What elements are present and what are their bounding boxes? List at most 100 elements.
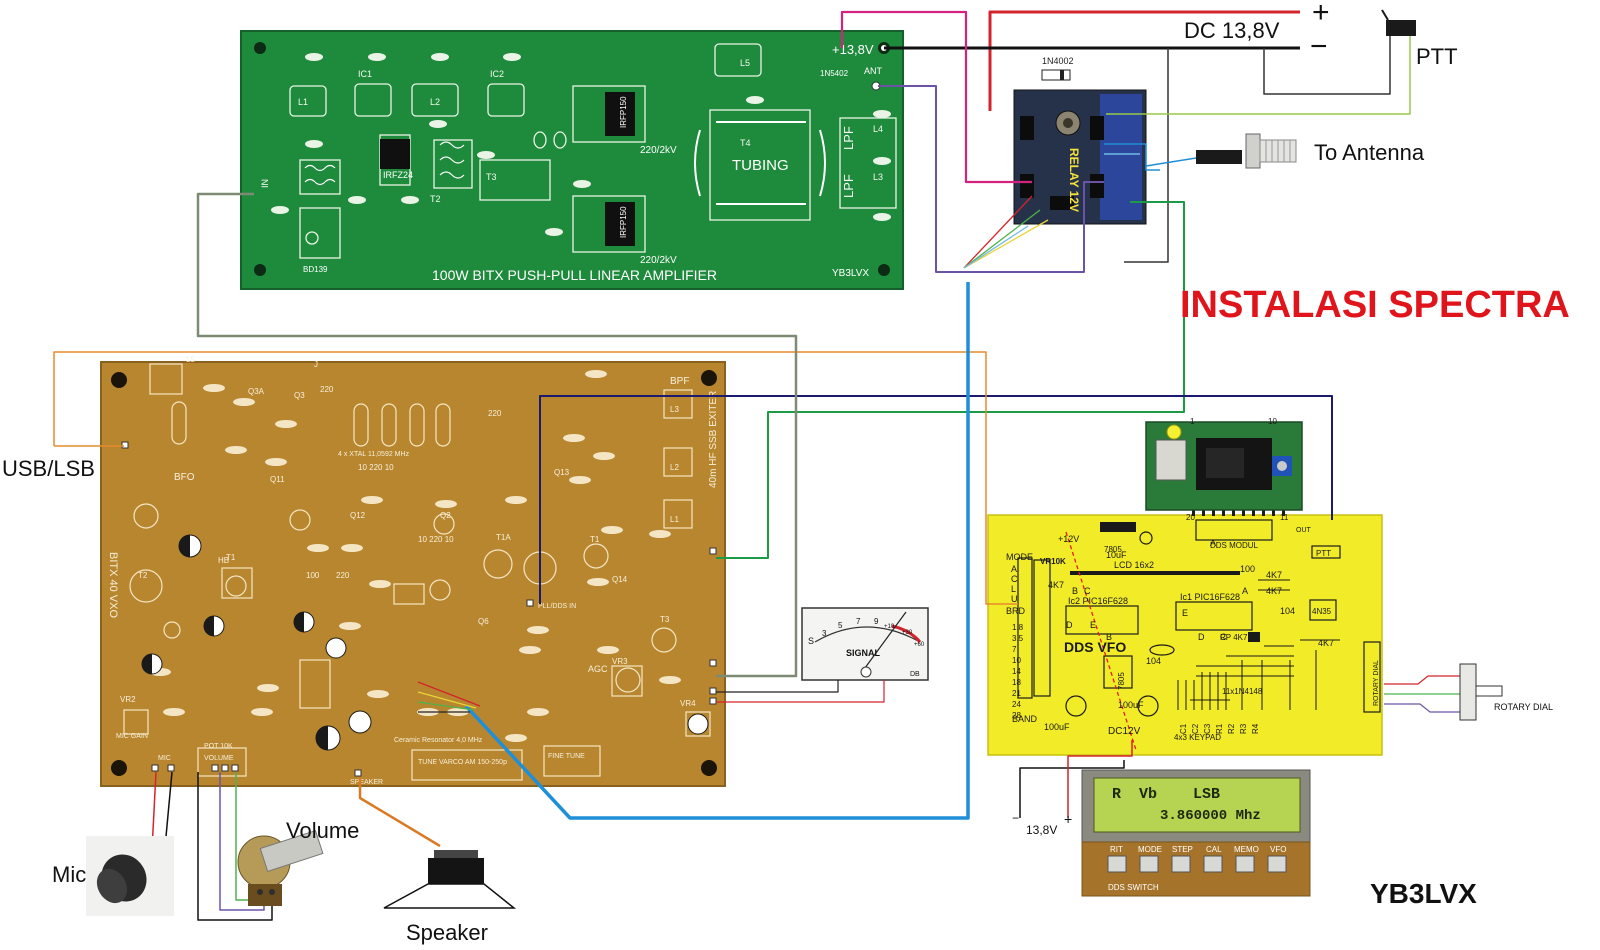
svg-text:100uF: 100uF — [1118, 700, 1144, 710]
ptt-label: PTT — [1416, 44, 1458, 69]
dds-btn-rit: RIT — [1110, 845, 1123, 854]
signal-meter: SIGNAL DB S 3 5 7 9 +10 +30 +60 — [801, 607, 929, 681]
dds-switch-label: DDS SWITCH — [1108, 883, 1159, 892]
exciter-vxo-label: BITX 40 VXO — [107, 552, 119, 618]
svg-text:L3: L3 — [873, 172, 883, 182]
dds-mode-label: MODE — [1006, 552, 1033, 562]
svg-text:Q13: Q13 — [554, 468, 570, 477]
dds-btn-vfo: VFO — [1270, 845, 1286, 854]
svg-text:B: B — [1106, 632, 1112, 642]
dds-title: DDS VFO — [1064, 639, 1126, 655]
dds-rotary-label: ROTARY DIAL — [1373, 660, 1380, 706]
lcd-line-2: 3.860000 Mhz — [1160, 808, 1261, 824]
svg-text:T2: T2 — [138, 571, 148, 580]
dds-rp-label: RP 4K7 — [1220, 633, 1248, 642]
dds-ic1-label: Ic1 PIC16F628 — [1180, 592, 1240, 602]
lcd-line-1: R Vb LSB — [1112, 786, 1221, 803]
dds-out-label: OUT — [1296, 527, 1312, 534]
svg-text:220: 220 — [336, 571, 350, 580]
svg-text:4K7: 4K7 — [1266, 586, 1282, 596]
wire-magenta — [840, 10, 1032, 184]
dds-n35-label: 4N35 — [1312, 607, 1332, 616]
dds-diodes-label: 11x1N4148 — [1222, 687, 1263, 696]
volume-pot-icon — [237, 830, 324, 906]
speaker-label: Speaker — [406, 920, 488, 945]
dds-mode-a: A — [1011, 564, 1017, 574]
meter-scale-p30: +30 — [902, 630, 913, 636]
exciter-bpf-label: BPF — [670, 376, 689, 387]
dds-mode-c: C — [1011, 574, 1018, 584]
amp-cap-label-2: 220/2kV — [640, 255, 677, 266]
amp-driver-label: IRFZ24 — [383, 170, 413, 180]
svg-text:104: 104 — [1146, 656, 1161, 666]
meter-scale-7: 7 — [856, 617, 861, 626]
wire-supply-positive — [988, 10, 1300, 111]
power-minus: − — [1310, 30, 1328, 63]
svg-text:220: 220 — [320, 385, 334, 394]
dds-supply-minus: − — [1012, 811, 1019, 825]
svg-text:L2: L2 — [670, 463, 679, 472]
svg-text:J: J — [314, 360, 318, 369]
wire-pot-1 — [197, 772, 273, 921]
svg-text:IC2: IC2 — [490, 69, 504, 79]
dds-lcd-label: LCD 16x2 — [1114, 560, 1154, 570]
exciter-agc-label: AGC — [588, 664, 608, 674]
wire-multi-2 — [417, 691, 477, 709]
meter-signal-label: SIGNAL — [846, 648, 881, 658]
svg-text:100uF: 100uF — [1044, 722, 1070, 732]
dds-band-5: 14 — [1012, 667, 1021, 676]
meter-db-label: DB — [910, 671, 920, 678]
exciter-volume-label: VOLUME — [204, 755, 234, 762]
svg-text:100: 100 — [306, 571, 320, 580]
svg-text:10uF: 10uF — [1106, 550, 1127, 560]
wire-ptt-black — [1263, 30, 1391, 95]
svg-text:T1A: T1A — [496, 533, 511, 542]
svg-text:Q12: Q12 — [350, 511, 366, 520]
svg-text:C: C — [1084, 586, 1091, 596]
svg-text:L1: L1 — [670, 515, 679, 524]
amp-ant-label: ANT — [864, 66, 883, 76]
amp-cap-label-1: 220/2kV — [640, 145, 677, 156]
dds-key-r1: R1 — [1215, 723, 1224, 734]
svg-text:VR2: VR2 — [120, 695, 136, 704]
svg-text:+12V: +12V — [1058, 534, 1079, 544]
wire-relay-antenna — [1104, 143, 1160, 171]
meter-scale-3: 3 — [822, 629, 827, 638]
relay: RELAY 12V 1N4002 — [1013, 56, 1147, 225]
wire-speaker — [358, 778, 441, 848]
svg-text:L4: L4 — [873, 124, 883, 134]
author-signature: YB3LVX — [1370, 878, 1477, 909]
wire-amp-ant — [878, 85, 1104, 273]
wire-navy-long — [539, 395, 1333, 604]
svg-text:T1: T1 — [226, 553, 236, 562]
svg-text:HB: HB — [218, 556, 229, 565]
dds-btn-memo: MEMO — [1234, 845, 1259, 854]
amp-mosfet-label-1: IRFP150 — [619, 96, 628, 128]
exciter-speaker-label: SPEAKER — [350, 779, 383, 786]
page-title: INSTALASI SPECTRA — [1180, 284, 1570, 326]
dds-band-3: 7 — [1012, 645, 1017, 654]
rotary-dial-label: ROTARY DIAL — [1494, 702, 1553, 712]
exciter-xtal-label: 4 x XTAL 11,0592 MHz — [338, 451, 410, 458]
exciter-mic-gain-label: MIC GAIN — [116, 733, 148, 740]
svg-text:T2: T2 — [430, 194, 441, 204]
svg-text:1: 1 — [1190, 417, 1195, 426]
amp-transistor-label: BD139 — [303, 265, 328, 274]
amp-in-label: IN — [260, 179, 270, 188]
wire-multi-1 — [417, 681, 481, 707]
amp-callsign: YB3LVX — [832, 268, 869, 279]
exciter-mic-label: MIC — [158, 755, 171, 762]
svg-text:4K7: 4K7 — [1318, 638, 1334, 648]
svg-text:10 220 10: 10 220 10 — [358, 463, 394, 472]
exciter-resonator-label: Ceramic Resonator 4,0 MHz — [394, 737, 483, 744]
dds-brd-label: BRD — [1006, 606, 1026, 616]
dds-band-2: 3.5 — [1012, 634, 1024, 643]
dds-band-9: 28 — [1012, 711, 1021, 720]
amp-tubing-label: TUBING — [732, 157, 789, 174]
svg-text:Q3A: Q3A — [248, 387, 265, 396]
dds-key-c1: C1 — [1179, 723, 1188, 734]
dds-dc-label: DC12V — [1108, 726, 1141, 737]
